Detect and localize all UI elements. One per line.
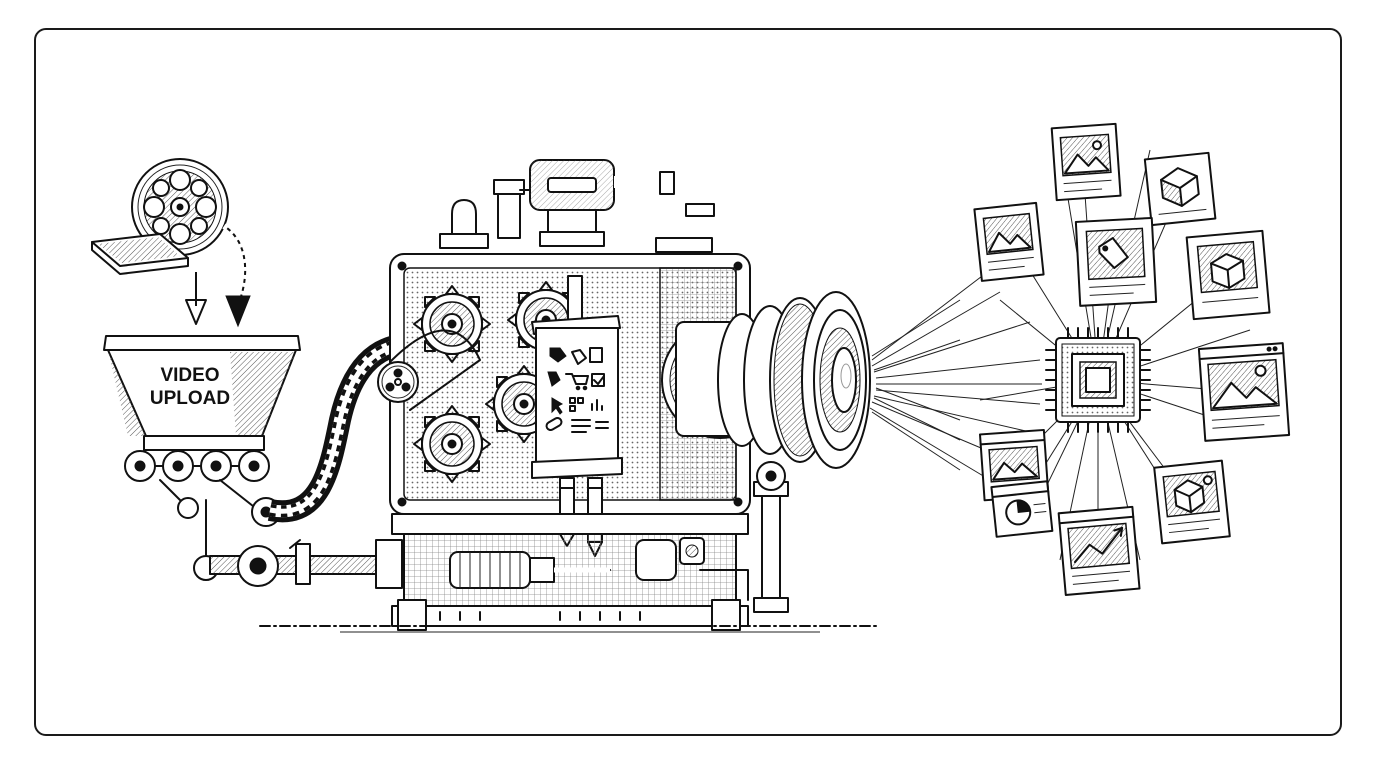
hopper-label-line1: VIDEO	[160, 365, 219, 386]
3d-model-card-icon	[1153, 459, 1231, 545]
tag-card-icon	[1074, 216, 1158, 307]
3d-box-card-icon	[1185, 229, 1271, 321]
list-icon	[571, 419, 591, 433]
pie-chart-card-icon	[990, 480, 1054, 538]
checkbox-icon	[591, 373, 605, 387]
tag-small-icon	[547, 371, 561, 387]
image-card-left-icon	[973, 201, 1045, 282]
lens-support	[753, 461, 789, 613]
machine-base	[259, 513, 881, 633]
film-strip	[267, 334, 403, 523]
price-tag-icon	[549, 347, 567, 363]
cart-icon	[565, 373, 589, 391]
down-arrow-icon	[185, 272, 251, 328]
hopper-label-line2: UPLOAD	[150, 388, 230, 409]
pill-icon	[545, 417, 563, 431]
roller-linkage	[124, 450, 281, 581]
lines-icon	[595, 421, 609, 429]
image-card-icon	[1050, 122, 1122, 202]
cursor-icon	[551, 397, 564, 415]
video-upload-hopper: VIDEO UPLOAD	[103, 335, 301, 451]
projector-lens	[675, 291, 871, 469]
tag-icon	[571, 349, 587, 365]
feed-pipe	[209, 539, 403, 589]
3d-object-card-icon	[1143, 151, 1217, 227]
document-icon	[589, 347, 603, 363]
trend-chart-card-icon	[1057, 505, 1141, 596]
light-beams	[869, 269, 1042, 481]
bar-icon	[591, 399, 603, 411]
grid-icon	[569, 397, 584, 412]
upload-tray	[91, 233, 189, 275]
film-reel-icon	[131, 158, 229, 256]
film-strip-curl	[222, 223, 249, 301]
landscape-card-icon	[1197, 342, 1291, 442]
processor-chip-icon	[1045, 327, 1151, 433]
